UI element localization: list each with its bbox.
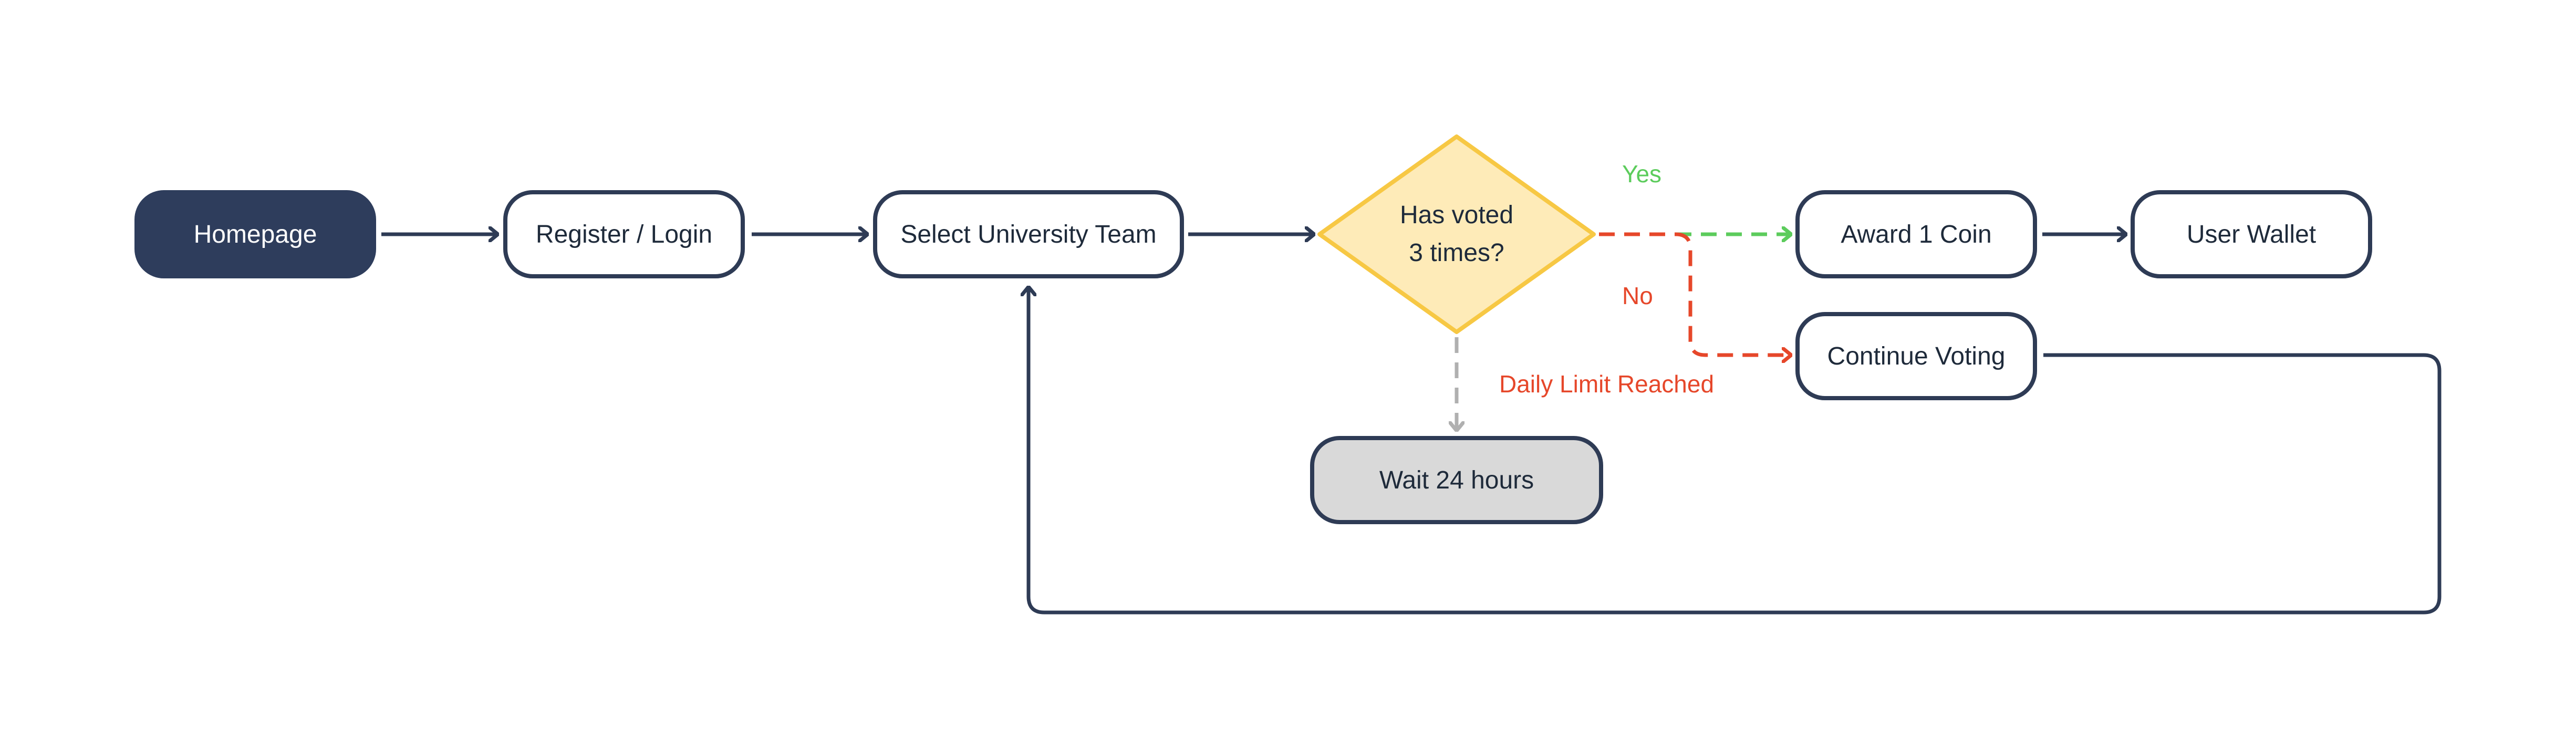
node-homepage: Homepage	[134, 190, 376, 278]
edge-label-no: No	[1622, 282, 1653, 309]
decision-diamond	[1317, 134, 1596, 334]
node-continue-voting: Continue Voting	[1795, 312, 2037, 400]
node-register-login: Register / Login	[503, 190, 745, 278]
node-wait-24-hours: Wait 24 hours	[1310, 436, 1603, 524]
edge-label-daily-limit-reached: Daily Limit Reached	[1499, 370, 1715, 398]
node-select-university-team: Select University Team	[873, 190, 1184, 278]
edge-no-to-continue-voting	[1675, 232, 1791, 355]
edge-label-yes: Yes	[1622, 160, 1662, 188]
node-user-wallet: User Wallet	[2131, 190, 2372, 278]
edge-continue-voting-loop-to-select-team	[1029, 287, 2442, 615]
node-award-1-coin: Award 1 Coin	[1795, 190, 2037, 278]
decision-label: Has voted 3 times?	[1399, 201, 1514, 267]
